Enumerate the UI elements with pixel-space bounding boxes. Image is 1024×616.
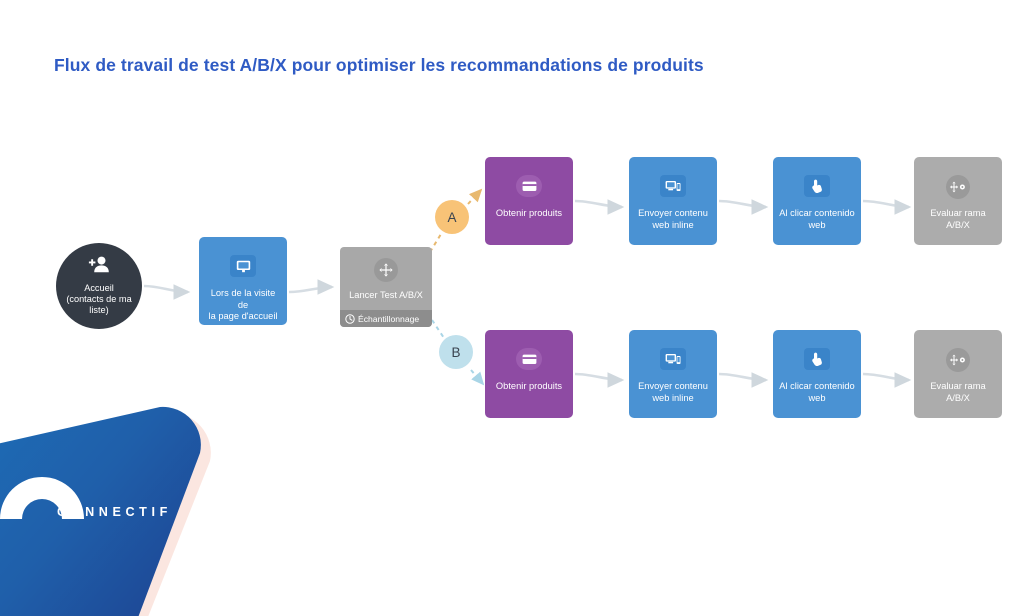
node-a-evaluar-rama[interactable]: Evaluar rama A/B/X [914,157,1002,245]
node-start-label: Accueil (contacts de ma liste) [66,283,132,315]
node-b-al-clicar-contenido[interactable]: Al clicar contenido web [773,330,861,418]
node-start-accueil[interactable]: Accueil (contacts de ma liste) [56,243,142,329]
node-b-label-1: Obtenir produits [495,381,563,391]
branch-badge-a-label: A [447,209,457,225]
node-b-evaluar-rama[interactable]: Evaluar rama A/B/X [914,330,1002,418]
branch-badge-b[interactable]: B [439,335,473,369]
node-a-label-4: Evaluar rama A/B/X [930,208,986,230]
monitor-icon [230,255,256,277]
logo-wordmark: CONNECTIF [57,505,172,519]
node-a-label-2: Envoyer contenu web inline [638,208,708,230]
node-a-al-clicar-contenido[interactable]: Al clicar contenido web [773,157,861,245]
node-split-label: Lancer Test A/B/X [349,290,423,300]
node-b-label-2: Envoyer contenu web inline [638,381,708,403]
node-b-obtenir-produits[interactable]: Obtenir produits [485,330,573,418]
branch-badge-b-label: B [451,344,461,360]
arch-icon [0,477,84,519]
node-b-envoyer-contenu-web[interactable]: Envoyer contenu web inline [629,330,717,418]
branch-badge-a[interactable]: A [435,200,469,234]
card-icon [516,348,542,370]
logo-shape [0,406,201,616]
node-b-label-3: Al clicar contenido web [779,381,855,403]
node-a-label-3: Al clicar contenido web [779,208,855,230]
node-split-footer: Échantillonnage [340,310,432,327]
add-contact-icon [88,256,110,278]
split-arrows-icon [374,258,398,282]
devices-icon [660,348,686,370]
connectif-logo [0,406,211,616]
click-hand-icon [804,175,830,197]
split-settings-icon [946,175,970,199]
node-split-footer-label: Échantillonnage [358,313,420,324]
page-title: Flux de travail de test A/B/X pour optim… [54,55,704,75]
card-icon [516,175,542,197]
node-a-envoyer-contenu-web[interactable]: Envoyer contenu web inline [629,157,717,245]
click-hand-icon [804,348,830,370]
node-trigger-homepage-visit[interactable]: Lors de la visite de la page d'accueil [199,237,287,325]
devices-icon [660,175,686,197]
slide-canvas: Flux de travail de test A/B/X pour optim… [0,55,1002,616]
node-a-obtenir-produits[interactable]: Obtenir produits [485,157,573,245]
node-b-label-4: Evaluar rama A/B/X [930,381,986,403]
node-trigger-label: Lors de la visite de la page d'accueil [208,288,278,321]
clock-icon [345,313,355,324]
node-launch-abx-test[interactable]: Lancer Test A/B/X Échantillonnage [340,247,432,327]
split-settings-icon [946,348,970,372]
node-a-label-1: Obtenir produits [495,208,563,218]
